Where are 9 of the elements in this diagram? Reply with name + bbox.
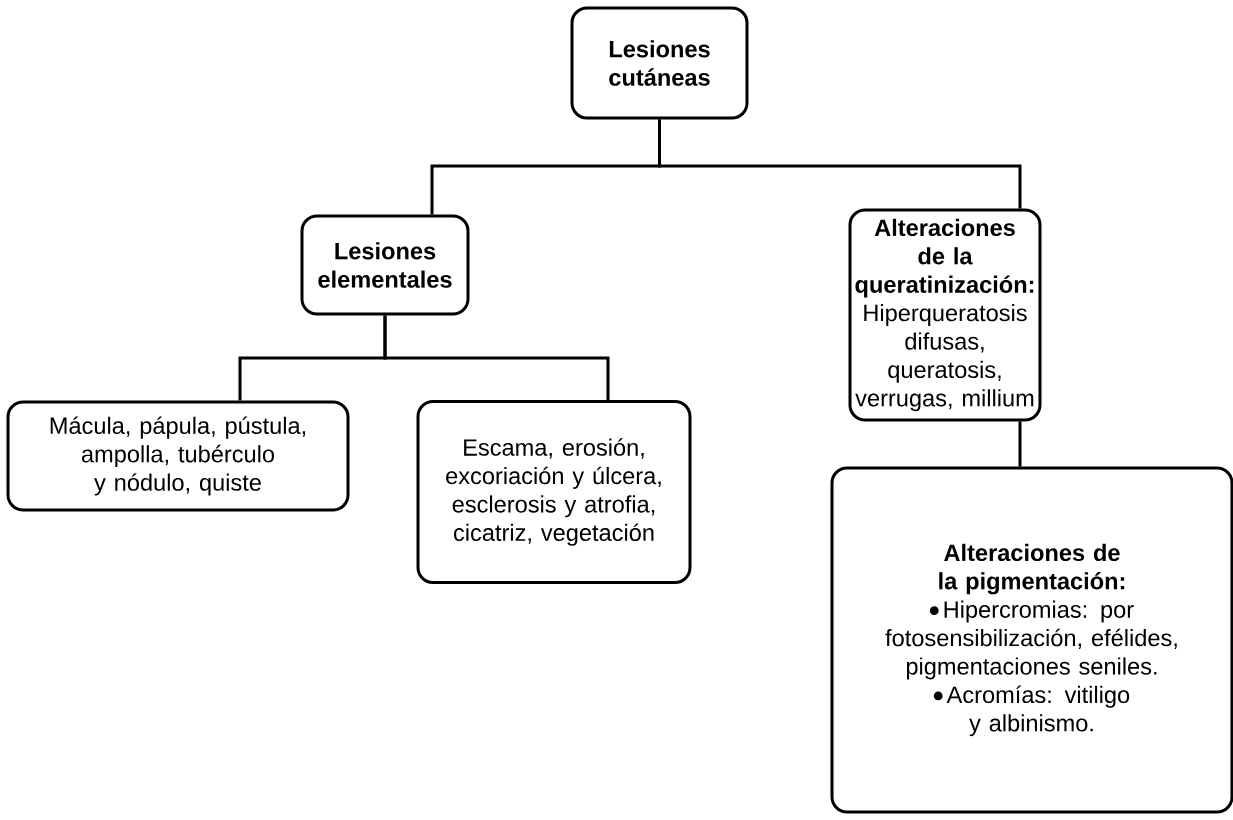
text-box: Lesiones cutáneas — [570, 6, 749, 120]
text-box: Alteraciones de la pigmentación: Hipercromias: por fotosensibilización, efélides, pigmentaciones seniles. Acromías: vitiligo y albinismo. — [830, 466, 1233, 814]
text-box: Mácula, pápula, pústula, ampolla, tubérculo y nódulo, quiste — [6, 400, 350, 512]
connector-line — [383, 315, 610, 400]
text-box: Escama, erosión, excoriación y úlcera, esclerosis y atrofia, cicatriz, vegetación — [416, 400, 692, 584]
text-box: Lesiones elementales — [300, 214, 470, 316]
connector-line — [658, 119, 1022, 209]
connector-line — [1018, 421, 1022, 467]
text-box: Alteraciones de la queratinización: Hiperqueratosis difusas, queratosis, verrugas, millium — [848, 208, 1042, 422]
